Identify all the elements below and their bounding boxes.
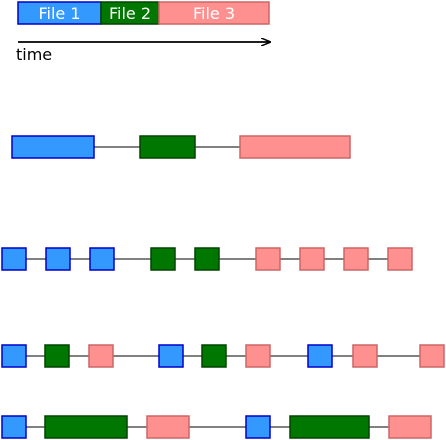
row-3-block-file2 bbox=[44, 344, 70, 368]
row-3-block-file3 bbox=[88, 344, 114, 368]
row-3-block-file3 bbox=[352, 344, 378, 368]
row-4-block-file3 bbox=[388, 415, 432, 439]
row-1 bbox=[11, 135, 351, 159]
row-4-block-file2 bbox=[289, 415, 370, 439]
row-3-block-file3 bbox=[419, 344, 445, 368]
row-4-block-file2 bbox=[44, 415, 128, 439]
row-1-block-file3 bbox=[239, 135, 351, 159]
row-2-block-file3 bbox=[343, 247, 369, 271]
row-2-block-file3 bbox=[299, 247, 325, 271]
row-2-block-file2 bbox=[194, 247, 220, 271]
row-2-block-file2 bbox=[150, 247, 176, 271]
row-1-block-file1 bbox=[11, 135, 95, 159]
row-2-block-file3 bbox=[387, 247, 413, 271]
row-3-block-file1 bbox=[307, 344, 333, 368]
legend-file3-swatch bbox=[158, 1, 270, 25]
row-2-block-file1 bbox=[1, 247, 27, 271]
row-3-block-file1 bbox=[1, 344, 27, 368]
row-3-block-file1 bbox=[158, 344, 184, 368]
legend-file1-label: File 1 bbox=[38, 4, 80, 23]
row-4-block-file1 bbox=[1, 415, 27, 439]
legend: File 1 File 2 File 3 bbox=[17, 1, 270, 25]
row-1-block-file2 bbox=[139, 135, 196, 159]
row-2-block-file3 bbox=[255, 247, 281, 271]
row-4 bbox=[1, 415, 432, 439]
row-3-block-file2 bbox=[201, 344, 227, 368]
row-4-block-file3 bbox=[146, 415, 190, 439]
row-3-block-file3 bbox=[245, 344, 271, 368]
row-4-block-file1 bbox=[245, 415, 271, 439]
row-2-block-file1 bbox=[89, 247, 115, 271]
time-axis-label: time bbox=[16, 45, 52, 64]
row-2 bbox=[1, 247, 413, 271]
legend-file2-label: File 2 bbox=[109, 4, 151, 23]
row-2-block-file1 bbox=[45, 247, 71, 271]
time-axis: time bbox=[16, 42, 270, 64]
legend-file3-label: File 3 bbox=[193, 4, 235, 23]
row-3 bbox=[1, 344, 445, 368]
